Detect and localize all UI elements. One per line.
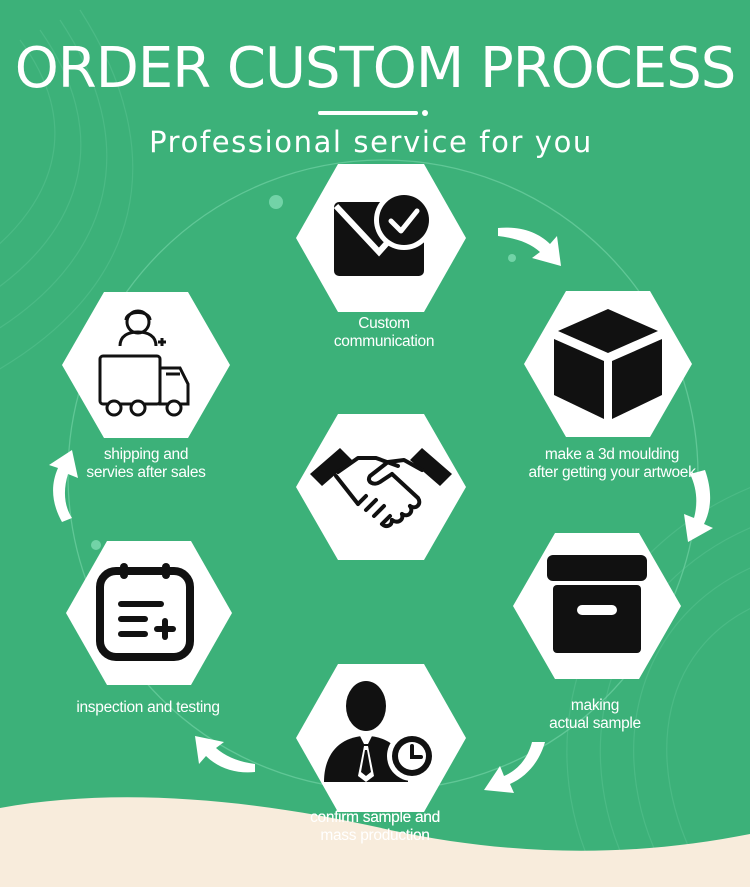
step-4-label-overlay: confirm sample and mass production [290, 809, 460, 845]
step-1-hexagon [296, 164, 466, 312]
step-4-label-overlay-line1: confirm sample and [310, 809, 440, 826]
center-hexagon [296, 414, 466, 560]
handshake-icon [310, 448, 452, 529]
step-6-label-line1: shipping and [103, 446, 189, 463]
step-2-label-line2: after getting your artwoek [528, 464, 696, 481]
step-5-hexagon [66, 541, 232, 685]
page-title: ORDER CUSTOM PROCESS [14, 36, 737, 101]
page-subtitle: Professional service for you [149, 125, 593, 159]
envelope-check-icon [333, 190, 434, 276]
step-3-label-line1: making [570, 697, 620, 714]
step-5-label: inspection and testing [60, 699, 236, 717]
step-3-hexagon [513, 533, 681, 679]
title-underline [318, 111, 418, 115]
businessman-clock-icon [324, 681, 437, 782]
step-1-label-line2: communication [333, 333, 435, 350]
step-5-label-line1: inspection and testing [76, 699, 220, 716]
title-underline-dot [422, 110, 428, 116]
support-truck-icon [98, 309, 190, 417]
checklist-board-icon [96, 563, 194, 661]
step-4-hexagon [296, 664, 466, 812]
step-2-hexagon [524, 291, 692, 437]
step-2-label-line1: make a 3d moulding [544, 446, 680, 463]
archive-box-icon [547, 555, 647, 653]
step-3-label-line2: actual sample [549, 715, 641, 732]
cube-icon [554, 309, 662, 419]
step-3-label: making actual sample [515, 697, 675, 733]
step-1-label-line1: Custom [358, 315, 410, 332]
step-6-label-line2: servies after sales [86, 464, 206, 481]
step-2-label: make a 3d moulding after getting your ar… [512, 446, 712, 482]
step-6-label: shipping and servies after sales [66, 446, 226, 482]
step-4-label-overlay-line2: mass production [320, 827, 430, 844]
step-6-hexagon [62, 292, 230, 438]
step-1-label: Custom communication [304, 315, 464, 351]
